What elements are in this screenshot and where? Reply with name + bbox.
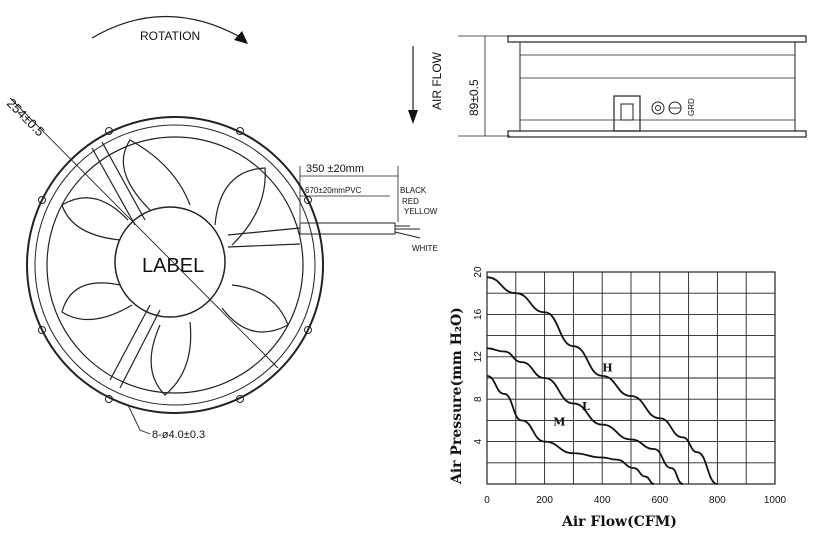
- wire-label-red: RED: [402, 197, 419, 206]
- curve-m: [486, 374, 655, 485]
- wire-connector-slot: [620, 103, 634, 121]
- height-label: 89±0.5: [467, 79, 481, 116]
- curve-label-l: L: [582, 400, 590, 413]
- hub-label: LABEL: [142, 255, 204, 277]
- strut: [109, 304, 151, 381]
- airflow-label: AIR FLOW: [430, 51, 444, 110]
- frame-inner-ring: [34, 124, 316, 406]
- x-tick-label: 400: [594, 495, 611, 506]
- chart-curves: H L M: [486, 276, 718, 485]
- fan-blades: [61, 139, 289, 396]
- curve-label-h: H: [602, 362, 612, 375]
- wire-cable: [299, 222, 396, 235]
- chart-grid: [487, 272, 775, 484]
- curve-l: [486, 347, 684, 485]
- mounting-hole: [304, 196, 312, 204]
- pvc-label: 670±20mmPVC: [305, 186, 362, 195]
- y-tick-label: 4: [473, 438, 484, 444]
- strut: [227, 227, 301, 236]
- front-view: ROTATION: [4, 16, 438, 441]
- fan-blade: [122, 139, 191, 211]
- x-tick-label: 200: [536, 495, 553, 506]
- x-tick-label: 600: [651, 495, 668, 506]
- fan-blade: [150, 321, 192, 396]
- strut: [101, 141, 146, 221]
- fan-blade: [214, 167, 266, 246]
- curve-h: [486, 276, 718, 485]
- x-tick-labels: 0 200 400 600 800 1000: [484, 495, 786, 506]
- mounting-hole: [236, 395, 244, 403]
- curve-label-m: M: [553, 416, 565, 429]
- strut: [227, 243, 301, 248]
- ground-screw: [651, 101, 665, 115]
- rotation-arrowhead: [234, 31, 248, 44]
- fan-blade: [61, 282, 133, 321]
- mounting-hole: [38, 196, 46, 204]
- mounting-hole: [38, 326, 46, 334]
- hole-leader-line: [127, 404, 151, 435]
- x-tick-label: 800: [709, 495, 726, 506]
- y-tick-label: 8: [473, 396, 484, 402]
- ground-label: GRD: [687, 98, 696, 116]
- strut: [119, 309, 161, 389]
- hub: [114, 206, 226, 318]
- top-flange: [507, 35, 807, 43]
- performance-chart: 0 200 400 600 800 1000 4 8 12 16 20 H L M Air Flow(…: [449, 266, 787, 530]
- wire-lead: [394, 231, 421, 239]
- wire-label-yellow: YELLOW: [404, 207, 438, 216]
- side-view: AIR FLOW 89±0.5 GRD: [408, 35, 807, 138]
- mounting-hole: [304, 326, 312, 334]
- wire-label-white: WHITE: [412, 244, 438, 253]
- diameter-label: 254±0.5: [4, 96, 48, 140]
- mounting-holes: [38, 127, 312, 403]
- frame-outer-ring: [26, 116, 324, 414]
- fan-blade: [61, 197, 129, 241]
- diameter-dimension-line: [9, 97, 279, 369]
- x-axis-label: Air Flow(CFM): [561, 514, 677, 530]
- mounting-hole: [105, 127, 113, 135]
- y-tick-label: 16: [473, 308, 484, 320]
- mounting-hole: [236, 127, 244, 135]
- ground-screw-center: [655, 105, 661, 111]
- support-struts: [91, 141, 301, 389]
- rotation-arc: [91, 16, 243, 39]
- bottom-flange: [507, 130, 807, 138]
- lead-length-label: 350 ±20mm: [306, 163, 364, 175]
- wire-label-black: BLACK: [400, 186, 427, 195]
- y-tick-label: 20: [473, 266, 484, 278]
- venturi-ring: [46, 136, 304, 394]
- rotation-label: ROTATION: [140, 29, 200, 43]
- y-tick-labels: 4 8 12 16 20: [473, 266, 484, 444]
- y-tick-label: 12: [473, 351, 484, 363]
- fan-blade: [221, 284, 289, 333]
- mounting-hole: [105, 395, 113, 403]
- x-tick-label: 1000: [764, 495, 787, 506]
- wire-connector-box: [613, 95, 641, 132]
- x-tick-label: 0: [484, 495, 490, 506]
- y-axis-label: Air Pressure(mm H₂O): [449, 307, 465, 485]
- strut: [91, 147, 136, 226]
- hole-label: 8-ø4.0±0.3: [152, 429, 205, 441]
- airflow-arrowhead: [408, 110, 418, 124]
